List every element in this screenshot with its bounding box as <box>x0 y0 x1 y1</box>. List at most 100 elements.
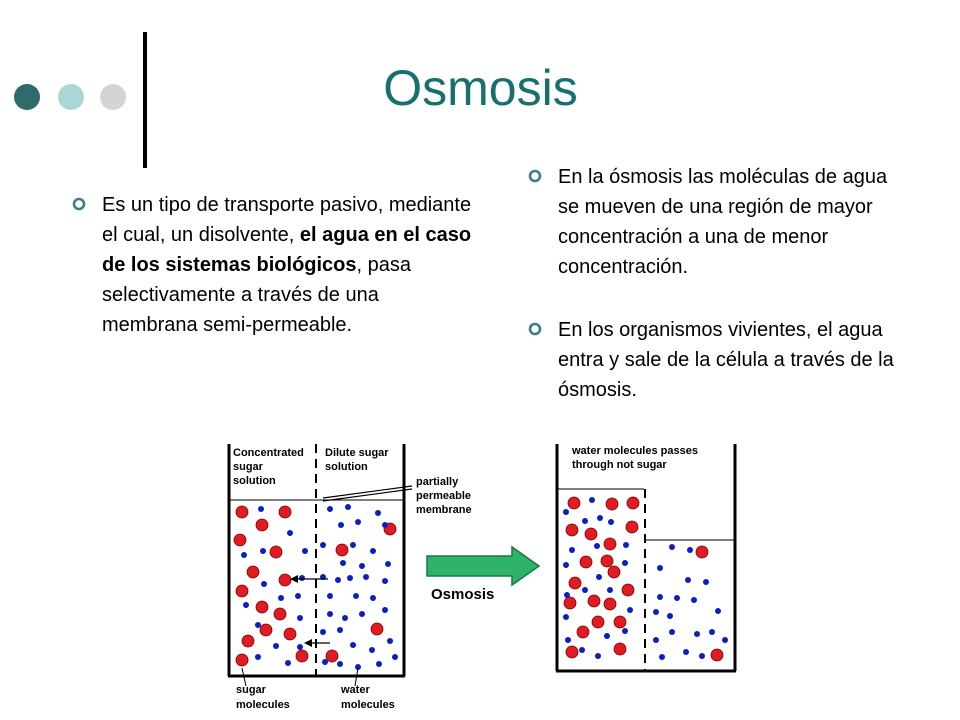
water-molecule <box>295 593 301 599</box>
sugar-molecule <box>710 648 724 662</box>
water-molecule <box>385 561 391 567</box>
water-molecule <box>563 509 569 515</box>
sugar-molecule <box>626 496 640 510</box>
decorative-dots <box>14 84 126 114</box>
water-molecule <box>302 548 308 554</box>
sugar-molecule <box>246 565 260 579</box>
water-molecule <box>569 547 575 553</box>
sugar-molecule <box>335 543 349 557</box>
sugar-molecule <box>278 573 292 587</box>
water-molecule <box>703 579 709 585</box>
sugar-molecule <box>591 615 605 629</box>
membrane-label: partially permeable membrane <box>416 476 474 516</box>
water-molecule <box>370 595 376 601</box>
water-molecule <box>340 560 346 566</box>
water-molecule <box>691 597 697 603</box>
bullet-icon <box>528 169 542 183</box>
water-molecules-label: water molecules <box>340 684 395 711</box>
dot-gray <box>100 84 126 110</box>
water-flow-arrows <box>290 575 330 647</box>
bullet-icon <box>72 197 86 211</box>
water-molecule <box>722 637 728 643</box>
water-molecule <box>353 593 359 599</box>
water-molecule <box>345 504 351 510</box>
water-molecule <box>327 506 333 512</box>
water-molecule <box>255 654 261 660</box>
passes-label: water molecules passes through not sugar <box>571 445 701 471</box>
sugar-molecule <box>567 496 581 510</box>
sugar-molecules-label: sugar molecules <box>236 684 290 711</box>
water-molecule <box>387 638 393 644</box>
water-molecule <box>623 542 629 548</box>
water-molecule <box>669 629 675 635</box>
right-bullet-1: En la ósmosis las moléculas de agua se m… <box>528 162 908 282</box>
water-molecule <box>327 593 333 599</box>
water-molecule <box>685 577 691 583</box>
water-molecule <box>359 563 365 569</box>
water-molecule <box>258 506 264 512</box>
water-molecule <box>297 615 303 621</box>
sugar-molecule <box>600 554 614 568</box>
water-molecule <box>659 654 665 660</box>
sugar-molecule <box>235 584 249 598</box>
water-molecule <box>382 578 388 584</box>
water-molecule <box>299 575 305 581</box>
water-molecule <box>355 664 361 670</box>
water-molecule <box>608 519 614 525</box>
sugar-molecule <box>325 649 339 663</box>
water-molecule <box>375 510 381 516</box>
water-molecule <box>342 615 348 621</box>
water-molecule <box>594 543 600 549</box>
sugar-molecule <box>235 653 249 667</box>
water-molecule <box>273 643 279 649</box>
sugar-molecule <box>584 527 598 541</box>
water-molecule <box>322 659 328 665</box>
water-molecule <box>369 647 375 653</box>
water-molecule <box>338 522 344 528</box>
water-molecule <box>709 629 715 635</box>
sugar-molecule <box>621 583 635 597</box>
sugar-molecule <box>241 634 255 648</box>
water-molecule <box>261 581 267 587</box>
water-molecule <box>674 595 680 601</box>
water-molecule <box>392 654 398 660</box>
slide-title: Osmosis <box>383 60 578 116</box>
membrane-pointer <box>322 485 413 499</box>
sugar-molecule <box>278 505 292 519</box>
left-bullet-bold: el agua en el caso de los sistemas bioló… <box>102 224 472 276</box>
sugar-molecule <box>563 596 577 610</box>
water-molecule <box>382 522 388 528</box>
water-molecule <box>241 552 247 558</box>
water-molecule <box>596 574 602 580</box>
sugar-molecule <box>233 533 247 547</box>
water-molecule <box>350 642 356 648</box>
water-molecule <box>657 594 663 600</box>
water-molecule <box>667 613 673 619</box>
sugar-molecule <box>565 523 579 537</box>
sugar-molecule <box>259 623 273 637</box>
water-molecule <box>683 649 689 655</box>
left-bullet: Es un tipo de transporte pasivo, mediant… <box>72 190 472 340</box>
water-molecule <box>347 575 353 581</box>
osmosis-arrow-label: Osmosis <box>431 586 494 603</box>
sugar-molecule <box>613 615 627 629</box>
sugar-molecule <box>283 627 297 641</box>
water-molecule <box>715 608 721 614</box>
sugar-molecule <box>613 642 627 656</box>
water-molecule <box>370 548 376 554</box>
sugar-molecule <box>603 597 617 611</box>
sugar-molecule <box>565 645 579 659</box>
sugar-molecule <box>568 576 582 590</box>
water-molecule <box>337 627 343 633</box>
right-beaker-molecules <box>563 496 728 662</box>
water-molecule <box>563 614 569 620</box>
concentrated-label: Concentrated sugar solution <box>233 447 307 487</box>
water-molecule <box>653 609 659 615</box>
water-molecule <box>687 547 693 553</box>
right-bullet-2-text: En los organismos vivientes, el agua ent… <box>558 319 894 401</box>
water-molecule <box>564 592 570 598</box>
water-molecule <box>243 602 249 608</box>
water-molecule <box>363 574 369 580</box>
water-molecule <box>376 661 382 667</box>
